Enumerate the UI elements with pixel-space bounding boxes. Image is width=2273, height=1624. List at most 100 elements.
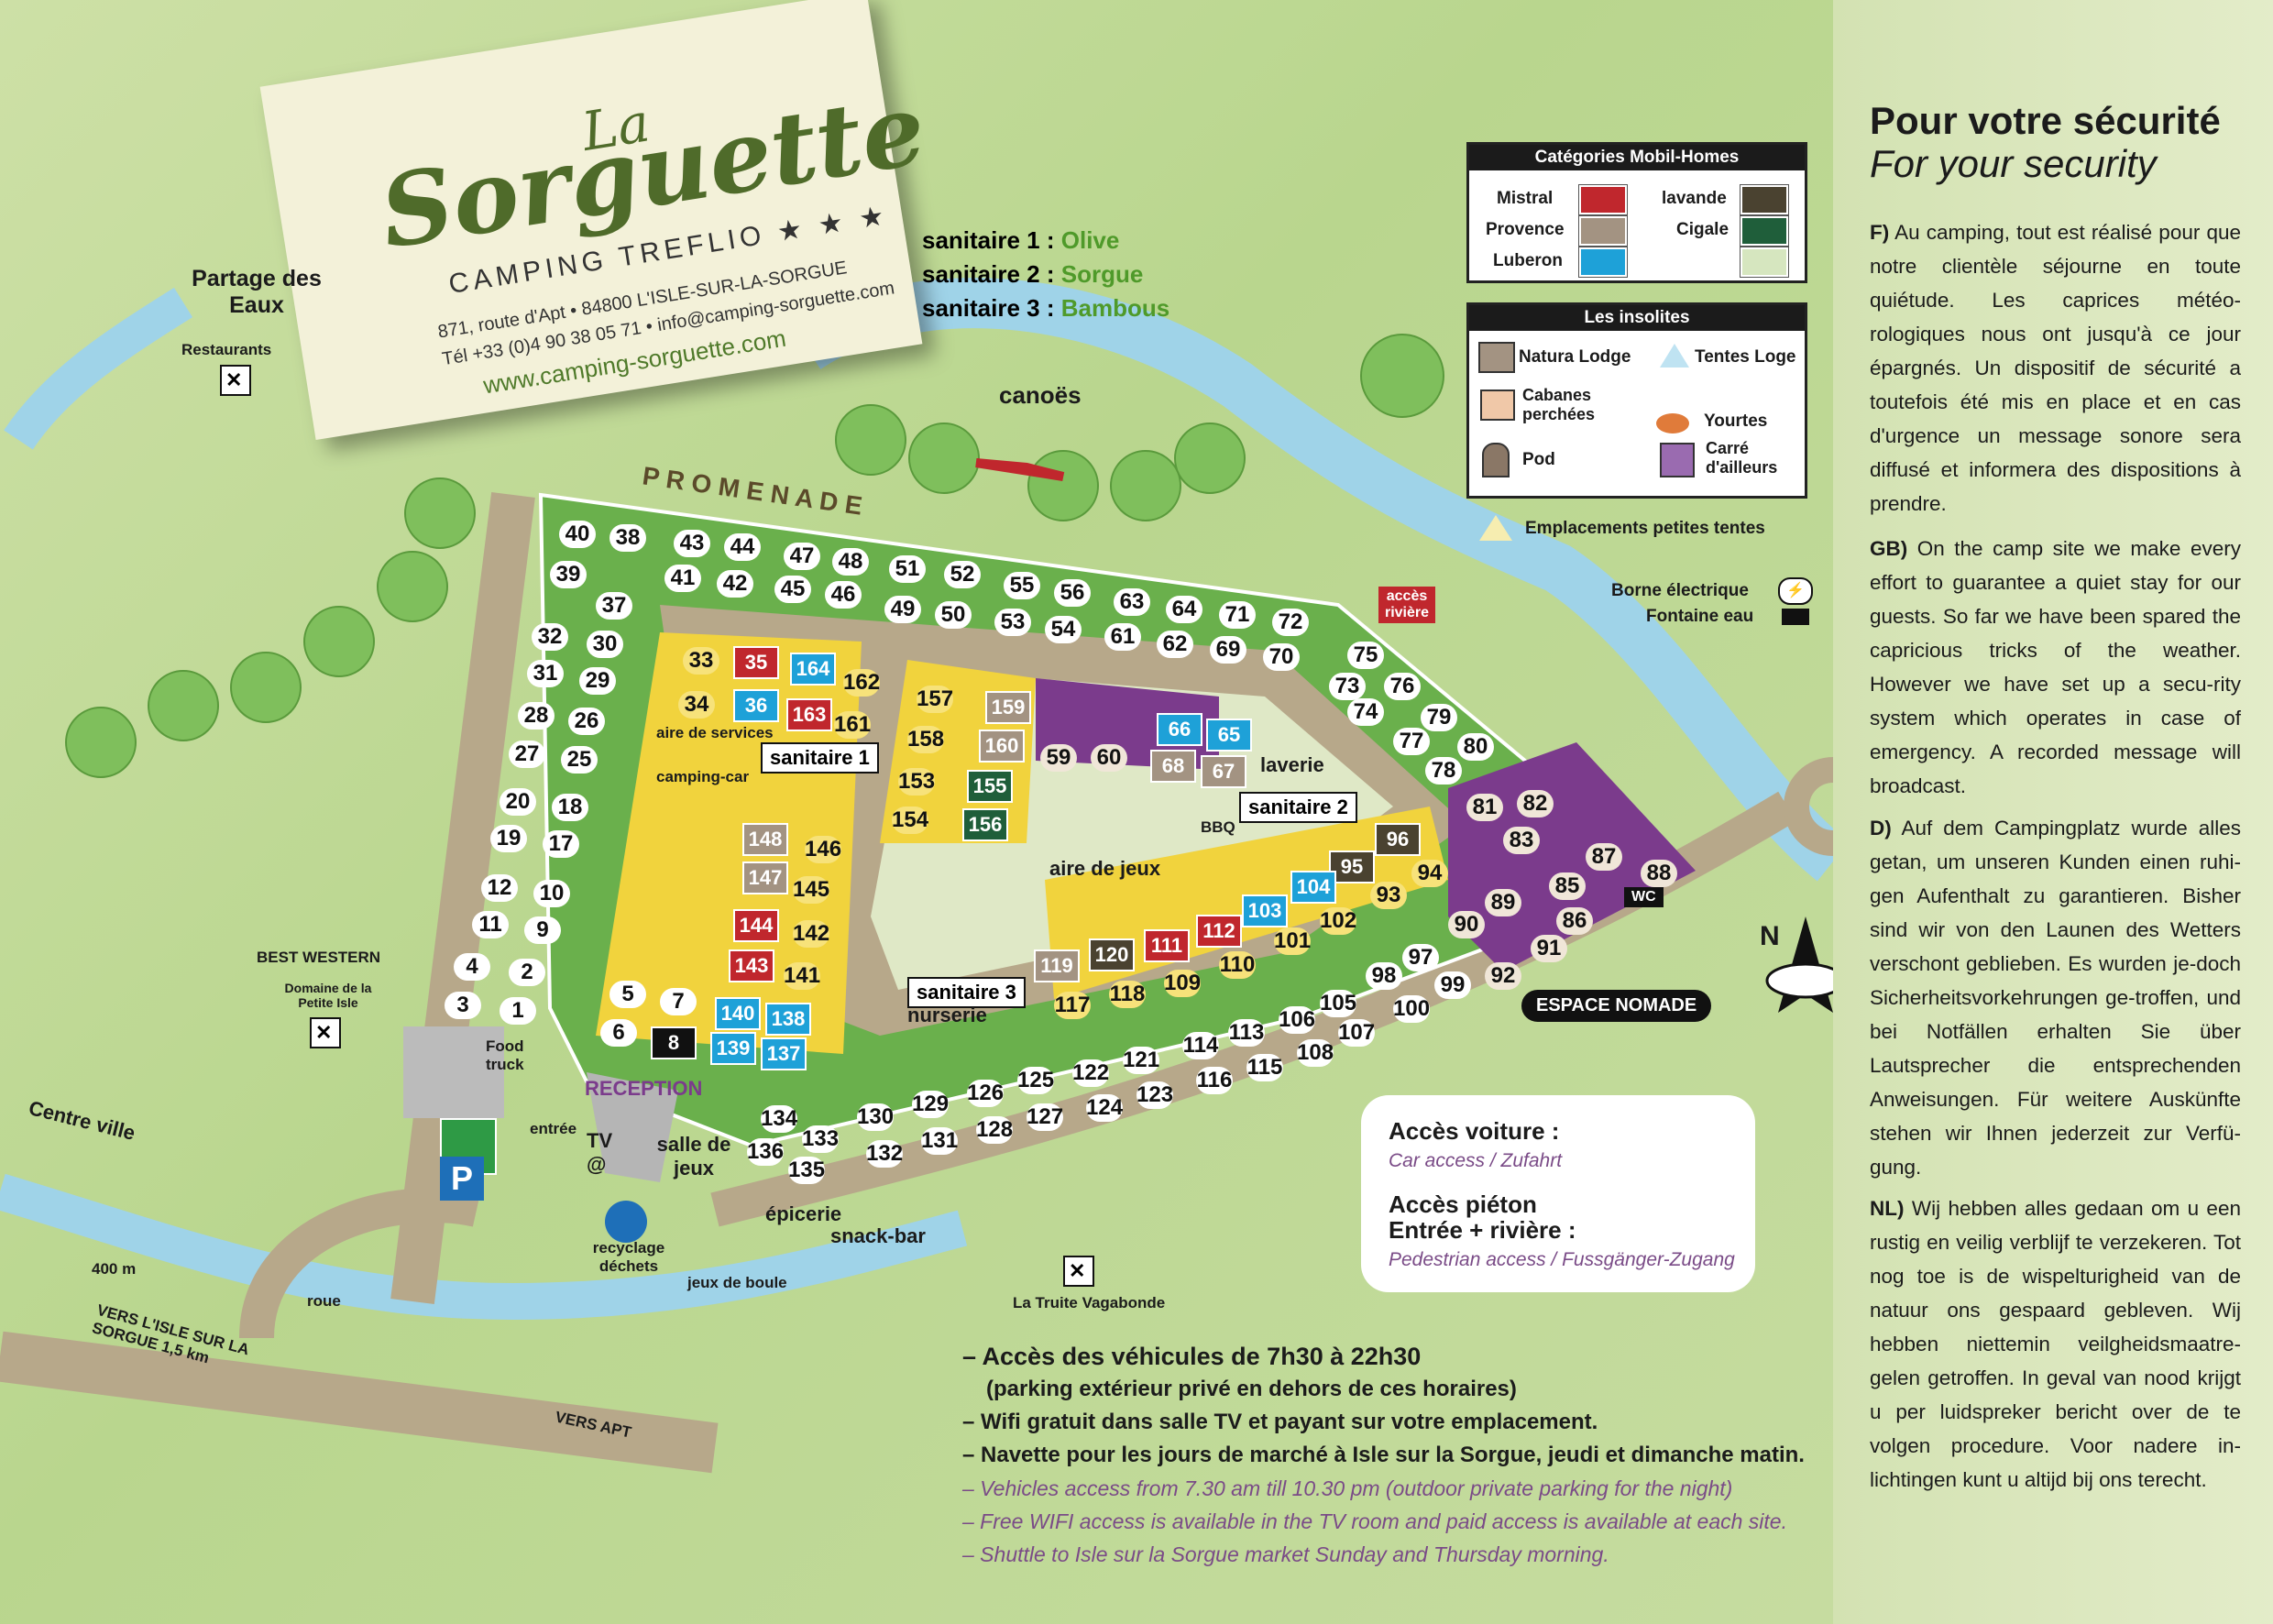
security-fr: F) Au camping, tout est réalisé pour que… <box>1870 215 2241 521</box>
pitch-green: 19 <box>490 825 527 852</box>
pitch-green: 128 <box>976 1116 1014 1144</box>
pitch-green: 54 <box>1045 616 1082 643</box>
pitch-green: 4 <box>454 953 490 981</box>
sanitaire-3-building: sanitaire 3 <box>907 977 1026 1008</box>
pitch-green: 108 <box>1297 1039 1334 1067</box>
legend-insolites-title: Les insolites <box>1469 305 1805 331</box>
pitch-green: 11 <box>472 911 509 938</box>
pitch-green: 74 <box>1347 698 1384 726</box>
insolite-pitch: 82 <box>1517 790 1554 817</box>
mobil-home-pitch: 143 <box>729 949 774 982</box>
legend-provence-label: Provence <box>1486 220 1565 239</box>
pitch-green: 45 <box>774 576 811 603</box>
espace-nomade-badge: ESPACE NOMADE <box>1521 990 1712 1022</box>
pitch-yellow: 157 <box>917 686 954 713</box>
note-en-3: – Shuttle to Isle sur la Sorgue market S… <box>962 1542 1609 1566</box>
label-restaurants: Restaurants <box>181 341 272 358</box>
pitch-green: 50 <box>935 601 972 629</box>
label-aire-services: aire de services <box>656 724 774 741</box>
yourtes-icon <box>1656 413 1689 433</box>
label-entree: entrée <box>530 1120 577 1137</box>
pitch-green: 49 <box>884 596 921 623</box>
campsite-map: La Sorguette CAMPING TREFLIO ★ ★ ★ 871, … <box>0 0 1833 1624</box>
insolite-pitch: 87 <box>1586 843 1622 871</box>
restaurant-icon-2: ✕ <box>310 1017 341 1048</box>
access-voiture-it: Car access / Zufahrt <box>1389 1150 1563 1171</box>
access-info-box: Accès voiture : Car access / Zufahrt Acc… <box>1361 1095 1755 1292</box>
pitch-yellow: 141 <box>784 962 821 990</box>
label-food-truck: Food truck <box>486 1037 524 1073</box>
pitch-green: 123 <box>1136 1081 1174 1109</box>
pitch-green: 28 <box>518 702 555 730</box>
pitch-green: 1 <box>500 997 536 1025</box>
mobil-home-pitch: 111 <box>1144 929 1190 962</box>
pitch-green: 135 <box>788 1157 826 1184</box>
legend-light-swatch <box>1740 247 1788 277</box>
mobil-home-pitch: 164 <box>790 653 836 686</box>
pitch-green: 61 <box>1104 623 1141 651</box>
label-400m: 400 m <box>92 1260 137 1278</box>
insolite-pitch: 59 <box>1040 744 1077 772</box>
legend-mobil-title: Catégories Mobil-Homes <box>1469 145 1805 170</box>
mobil-home-pitch: 139 <box>710 1032 756 1065</box>
legend-mistral-swatch <box>1579 185 1627 214</box>
pitch-green: 37 <box>596 592 632 620</box>
pitch-yellow: 146 <box>805 836 842 863</box>
note-1b: (parking extérieur privé en dehors de ce… <box>986 1377 1517 1401</box>
sanitaire-2-building: sanitaire 2 <box>1239 792 1357 823</box>
pitch-yellow: 34 <box>678 691 715 719</box>
access-pieton-2: Entrée + rivière : <box>1389 1216 1576 1244</box>
bottom-notes: – Accès des véhicules de 7h30 à 22h30 (p… <box>962 1340 1824 1571</box>
carre-icon <box>1660 443 1695 477</box>
pitch-green: 51 <box>889 555 926 583</box>
pitch-green: 127 <box>1027 1103 1064 1131</box>
label-salle-jeux: salle de jeux <box>656 1133 731 1180</box>
mobil-home-pitch: 137 <box>761 1037 807 1070</box>
pitch-green: 12 <box>481 874 518 902</box>
pitch-green: 134 <box>761 1105 798 1133</box>
mobil-home-pitch: 159 <box>985 691 1031 724</box>
pitch-green: 98 <box>1366 962 1402 990</box>
yellow-zone-west <box>596 632 862 1054</box>
security-nl-tag: NL) <box>1870 1197 1905 1220</box>
legend-luberon-swatch <box>1579 247 1627 277</box>
mobil-home-pitch: 147 <box>742 861 788 894</box>
pitch-green: 40 <box>559 521 596 548</box>
pitch-green: 78 <box>1425 757 1462 785</box>
mobil-home-pitch: 120 <box>1089 938 1135 971</box>
pitch-yellow: 161 <box>834 711 872 739</box>
pitch-green: 124 <box>1086 1094 1124 1122</box>
pitch-green: 43 <box>674 530 710 557</box>
pitch-green: 7 <box>660 988 697 1015</box>
pitch-green: 5 <box>609 981 646 1008</box>
mobil-home-pitch: 68 <box>1150 750 1196 783</box>
canoe-icon <box>975 458 1065 481</box>
pitch-green: 105 <box>1320 990 1357 1017</box>
mobil-home-pitch: 148 <box>742 823 788 856</box>
pitch-green: 38 <box>609 524 646 552</box>
mobil-home-pitch: 95 <box>1329 850 1375 883</box>
mobil-home-pitch: 65 <box>1206 719 1252 752</box>
insolite-pitch: 90 <box>1448 911 1485 938</box>
label-domaine: Domaine de la Petite Isle <box>284 981 372 1010</box>
fontaine-eau-icon <box>1782 609 1809 625</box>
security-de: D) Auf dem Campingplatz wurde alles geta… <box>1870 811 2241 1184</box>
pitch-green: 26 <box>568 708 605 735</box>
sanitaire-2-name: Sorgue <box>1060 260 1144 288</box>
pitch-green: 46 <box>825 581 862 609</box>
legend-insolites: Les insolites Natura Lodge Tentes Loge C… <box>1466 302 1807 499</box>
pitch-green: 62 <box>1157 631 1193 658</box>
access-pieton-it: Pedestrian access / Fussgänger-Zugang <box>1389 1249 1735 1270</box>
pitch-green: 27 <box>509 741 545 768</box>
legend-petites-tentes: Emplacements petites tentes <box>1525 519 1765 538</box>
mobil-home-pitch: 163 <box>786 698 832 731</box>
access-pieton: Accès piéton <box>1389 1191 1537 1218</box>
sanitaire-3-prefix: sanitaire 3 : <box>922 294 1055 322</box>
pitch-yellow: 102 <box>1320 907 1357 935</box>
label-reception[interactable]: RECEPTION <box>585 1077 703 1100</box>
pitch-green: 48 <box>832 548 869 576</box>
security-gb: GB) On the camp site we make every effor… <box>1870 532 2241 803</box>
label-recyclage: recyclage déchets <box>592 1239 665 1275</box>
insolite-pitch: 83 <box>1503 827 1540 854</box>
